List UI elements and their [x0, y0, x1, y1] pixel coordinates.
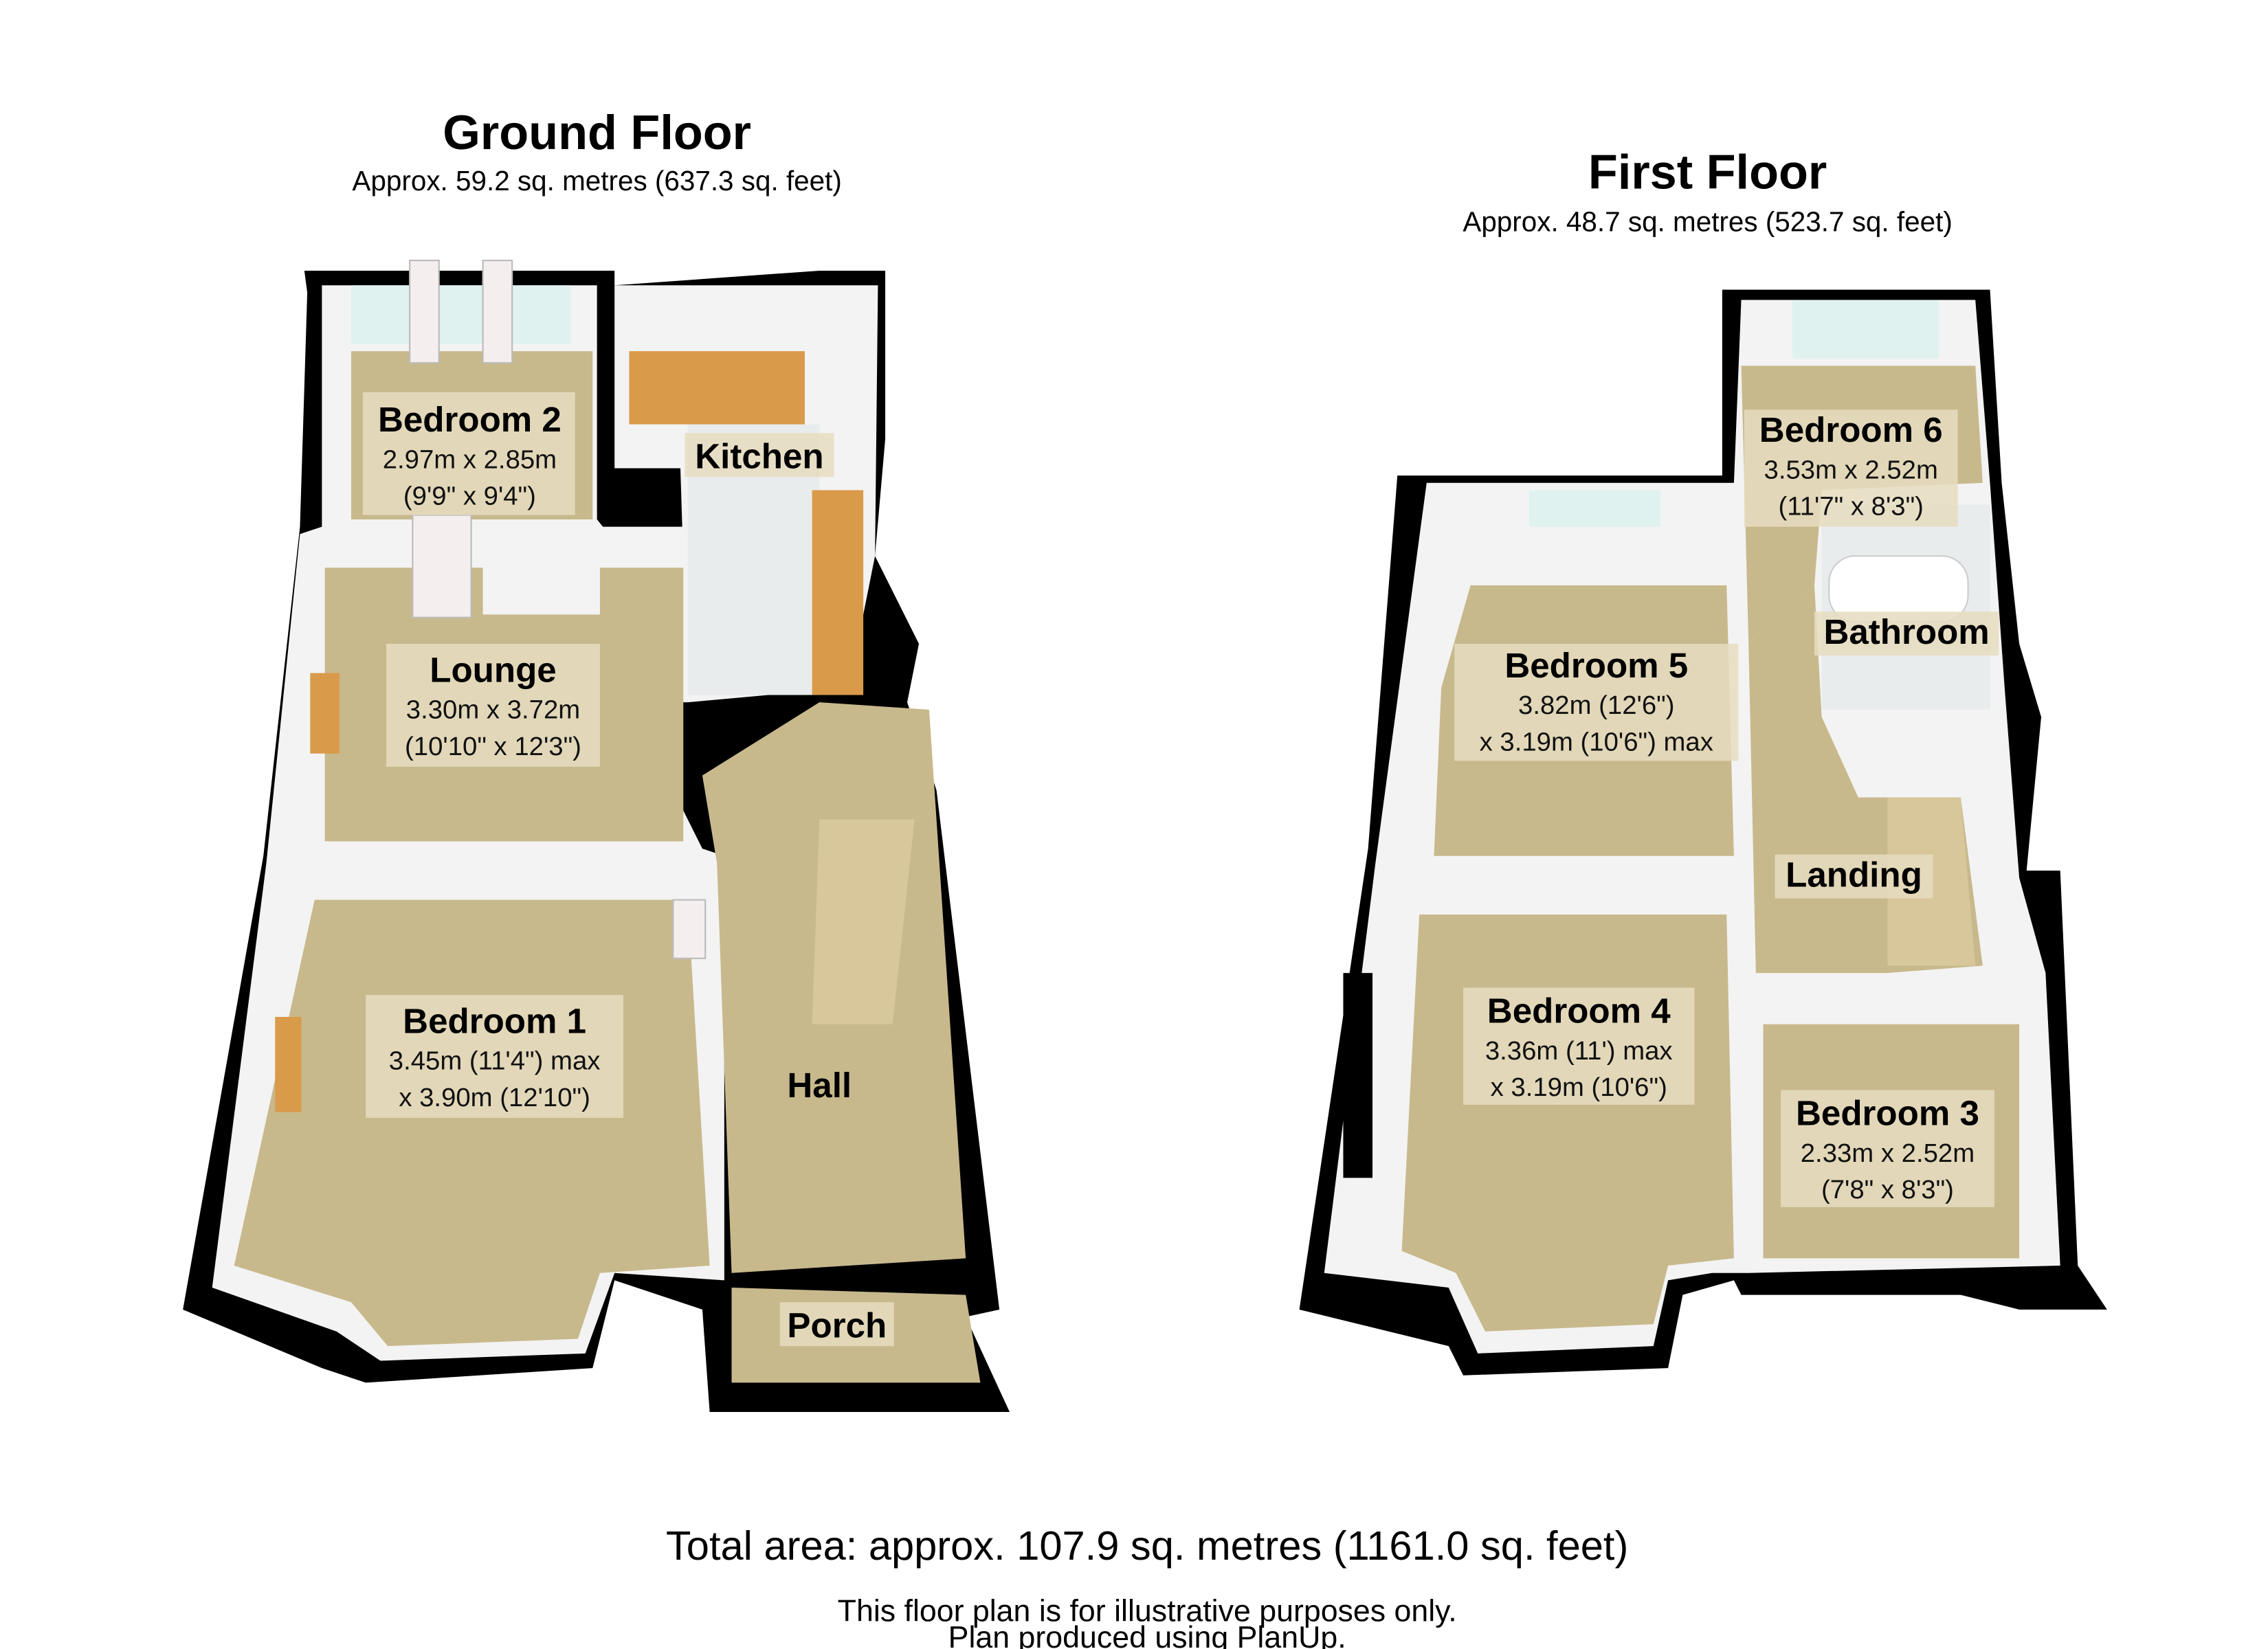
room-name: Landing: [1786, 855, 1922, 895]
total-area: Total area: approx. 107.9 sq. metres (11…: [666, 1523, 1628, 1569]
ground-floor-title: Ground Floor: [443, 105, 751, 159]
room-dims: (9'9" x 9'4"): [403, 482, 536, 511]
room-name: Bedroom 2: [378, 400, 562, 439]
room-dims: 3.53m x 2.52m: [1764, 455, 1938, 484]
first-floor-labels: Bedroom 6 3.53m x 2.52m (11'7" x 8'3") B…: [1454, 410, 1999, 1207]
room-dims: (7'8" x 8'3"): [1821, 1175, 1954, 1204]
room-dims: 3.36m (11') max: [1485, 1036, 1673, 1066]
room-dims: x 3.19m (10'6"): [1491, 1073, 1667, 1102]
room-dims: (10'10" x 12'3"): [405, 732, 581, 761]
room-name: Bedroom 1: [403, 1001, 586, 1040]
room-dims: 3.82m (12'6"): [1518, 691, 1674, 720]
room-name: Bedroom 6: [1759, 410, 1943, 449]
room-dims: 2.33m x 2.52m: [1801, 1138, 1975, 1168]
room-dims: 3.45m (11'4") max: [389, 1046, 601, 1076]
room-dims: 2.97m x 2.85m: [383, 445, 557, 474]
first-floor-plan: [1299, 289, 2107, 1376]
room-name: Bedroom 4: [1487, 991, 1671, 1031]
room-name: Porch: [787, 1305, 887, 1345]
room-dims: (11'7" x 8'3"): [1778, 492, 1923, 521]
room-name: Kitchen: [695, 436, 823, 475]
room-name: Bedroom 3: [1796, 1094, 1979, 1133]
room-dims: 3.30m x 3.72m: [406, 695, 580, 725]
first-floor-area: Approx. 48.7 sq. metres (523.7 sq. feet): [1463, 205, 1952, 237]
credit: Plan produced using PlanUp.: [948, 1621, 1346, 1649]
room-name: Hall: [787, 1066, 852, 1105]
first-floor-title: First Floor: [1588, 145, 1827, 199]
ground-floor-area: Approx. 59.2 sq. metres (637.3 sq. feet): [352, 165, 841, 197]
room-name: Lounge: [430, 650, 556, 689]
room-dims: x 3.19m (10'6") max: [1480, 727, 1713, 756]
disclaimer: This floor plan is for illustrative purp…: [838, 1595, 1457, 1628]
room-name: Bathroom: [1824, 612, 1990, 651]
ground-floor-labels: Bedroom 2 2.97m x 2.85m (9'9" x 9'4") Ki…: [363, 392, 894, 1347]
ground-floor-plan: [183, 259, 1010, 1413]
room-name: Bedroom 5: [1504, 646, 1688, 685]
room-dims: x 3.90m (12'10"): [399, 1083, 590, 1112]
